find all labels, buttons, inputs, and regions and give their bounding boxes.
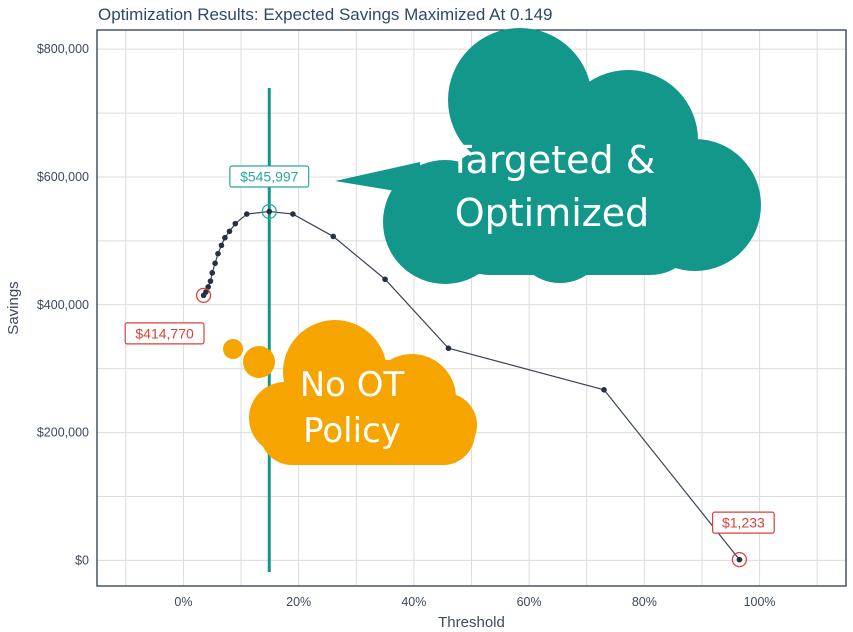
- teal-cloud-shape: [335, 28, 761, 284]
- data-point: [203, 289, 209, 295]
- data-point: [207, 278, 214, 284]
- highlight-label: $414,770: [135, 325, 194, 341]
- teal-cloud-line-1: Targeted &: [448, 138, 656, 182]
- teal-cloud-line-2: Optimized: [455, 191, 650, 235]
- data-points: [200, 208, 743, 563]
- highlight-label-box: [712, 511, 775, 534]
- x-tick-label: 40%: [401, 595, 426, 609]
- highlight-label-box: [124, 322, 205, 345]
- y-axis-label: Savings: [5, 281, 22, 334]
- highlight-label-box: [229, 165, 310, 188]
- y-tick-label: $200,000: [37, 426, 89, 440]
- targeted-optimized-cloud: Targeted & Optimized: [335, 28, 761, 284]
- highlight-ring: [195, 287, 212, 304]
- y-tick-label: $400,000: [37, 298, 89, 312]
- x-tick-label: 100%: [744, 595, 776, 609]
- y-axis-ticks: $0 $200,000 $400,000 $600,000 $800,000: [37, 42, 89, 567]
- x-axis-label: Threshold: [438, 614, 505, 631]
- data-point: [244, 211, 250, 217]
- y-tick-label: $0: [75, 553, 89, 567]
- y-tick-label: $600,000: [37, 170, 89, 184]
- orange-cloud-shape: [223, 320, 477, 465]
- data-point: [226, 228, 233, 235]
- highlight-ring: [261, 203, 277, 220]
- data-point: [209, 270, 216, 276]
- highlight-label: $545,997: [240, 169, 299, 185]
- orange-cloud-line-1: No OT: [300, 365, 405, 405]
- data-point: [232, 220, 239, 227]
- data-point: [222, 234, 228, 241]
- x-tick-label: 60%: [517, 595, 542, 609]
- x-tick-label: 0%: [174, 595, 192, 609]
- plot-frame: [96, 29, 847, 587]
- no-ot-policy-cloud: No OT Policy: [223, 320, 477, 465]
- data-point: [290, 211, 296, 217]
- data-point: [601, 387, 607, 393]
- x-axis-ticks: 0% 20% 40% 60% 80% 100%: [174, 595, 775, 609]
- highlight-labels: $414,770 $545,997 $1,233: [124, 165, 775, 568]
- data-point: [736, 556, 743, 563]
- data-point: [212, 260, 218, 267]
- highlight-ring: [731, 551, 748, 568]
- highlight-label: $1,233: [722, 515, 765, 531]
- x-tick-label: 80%: [632, 595, 657, 609]
- data-point: [218, 242, 225, 249]
- y-tick-label: $800,000: [37, 42, 89, 56]
- data-point: [266, 208, 273, 215]
- data-point: [382, 276, 388, 283]
- data-point: [445, 345, 452, 352]
- data-point: [215, 250, 221, 257]
- data-point: [330, 233, 337, 240]
- data-point: [205, 284, 211, 290]
- grid-lines: [97, 30, 846, 586]
- x-tick-label: 20%: [286, 595, 311, 609]
- chart-title: Optimization Results: Expected Savings M…: [98, 5, 553, 24]
- orange-cloud-line-2: Policy: [303, 411, 401, 451]
